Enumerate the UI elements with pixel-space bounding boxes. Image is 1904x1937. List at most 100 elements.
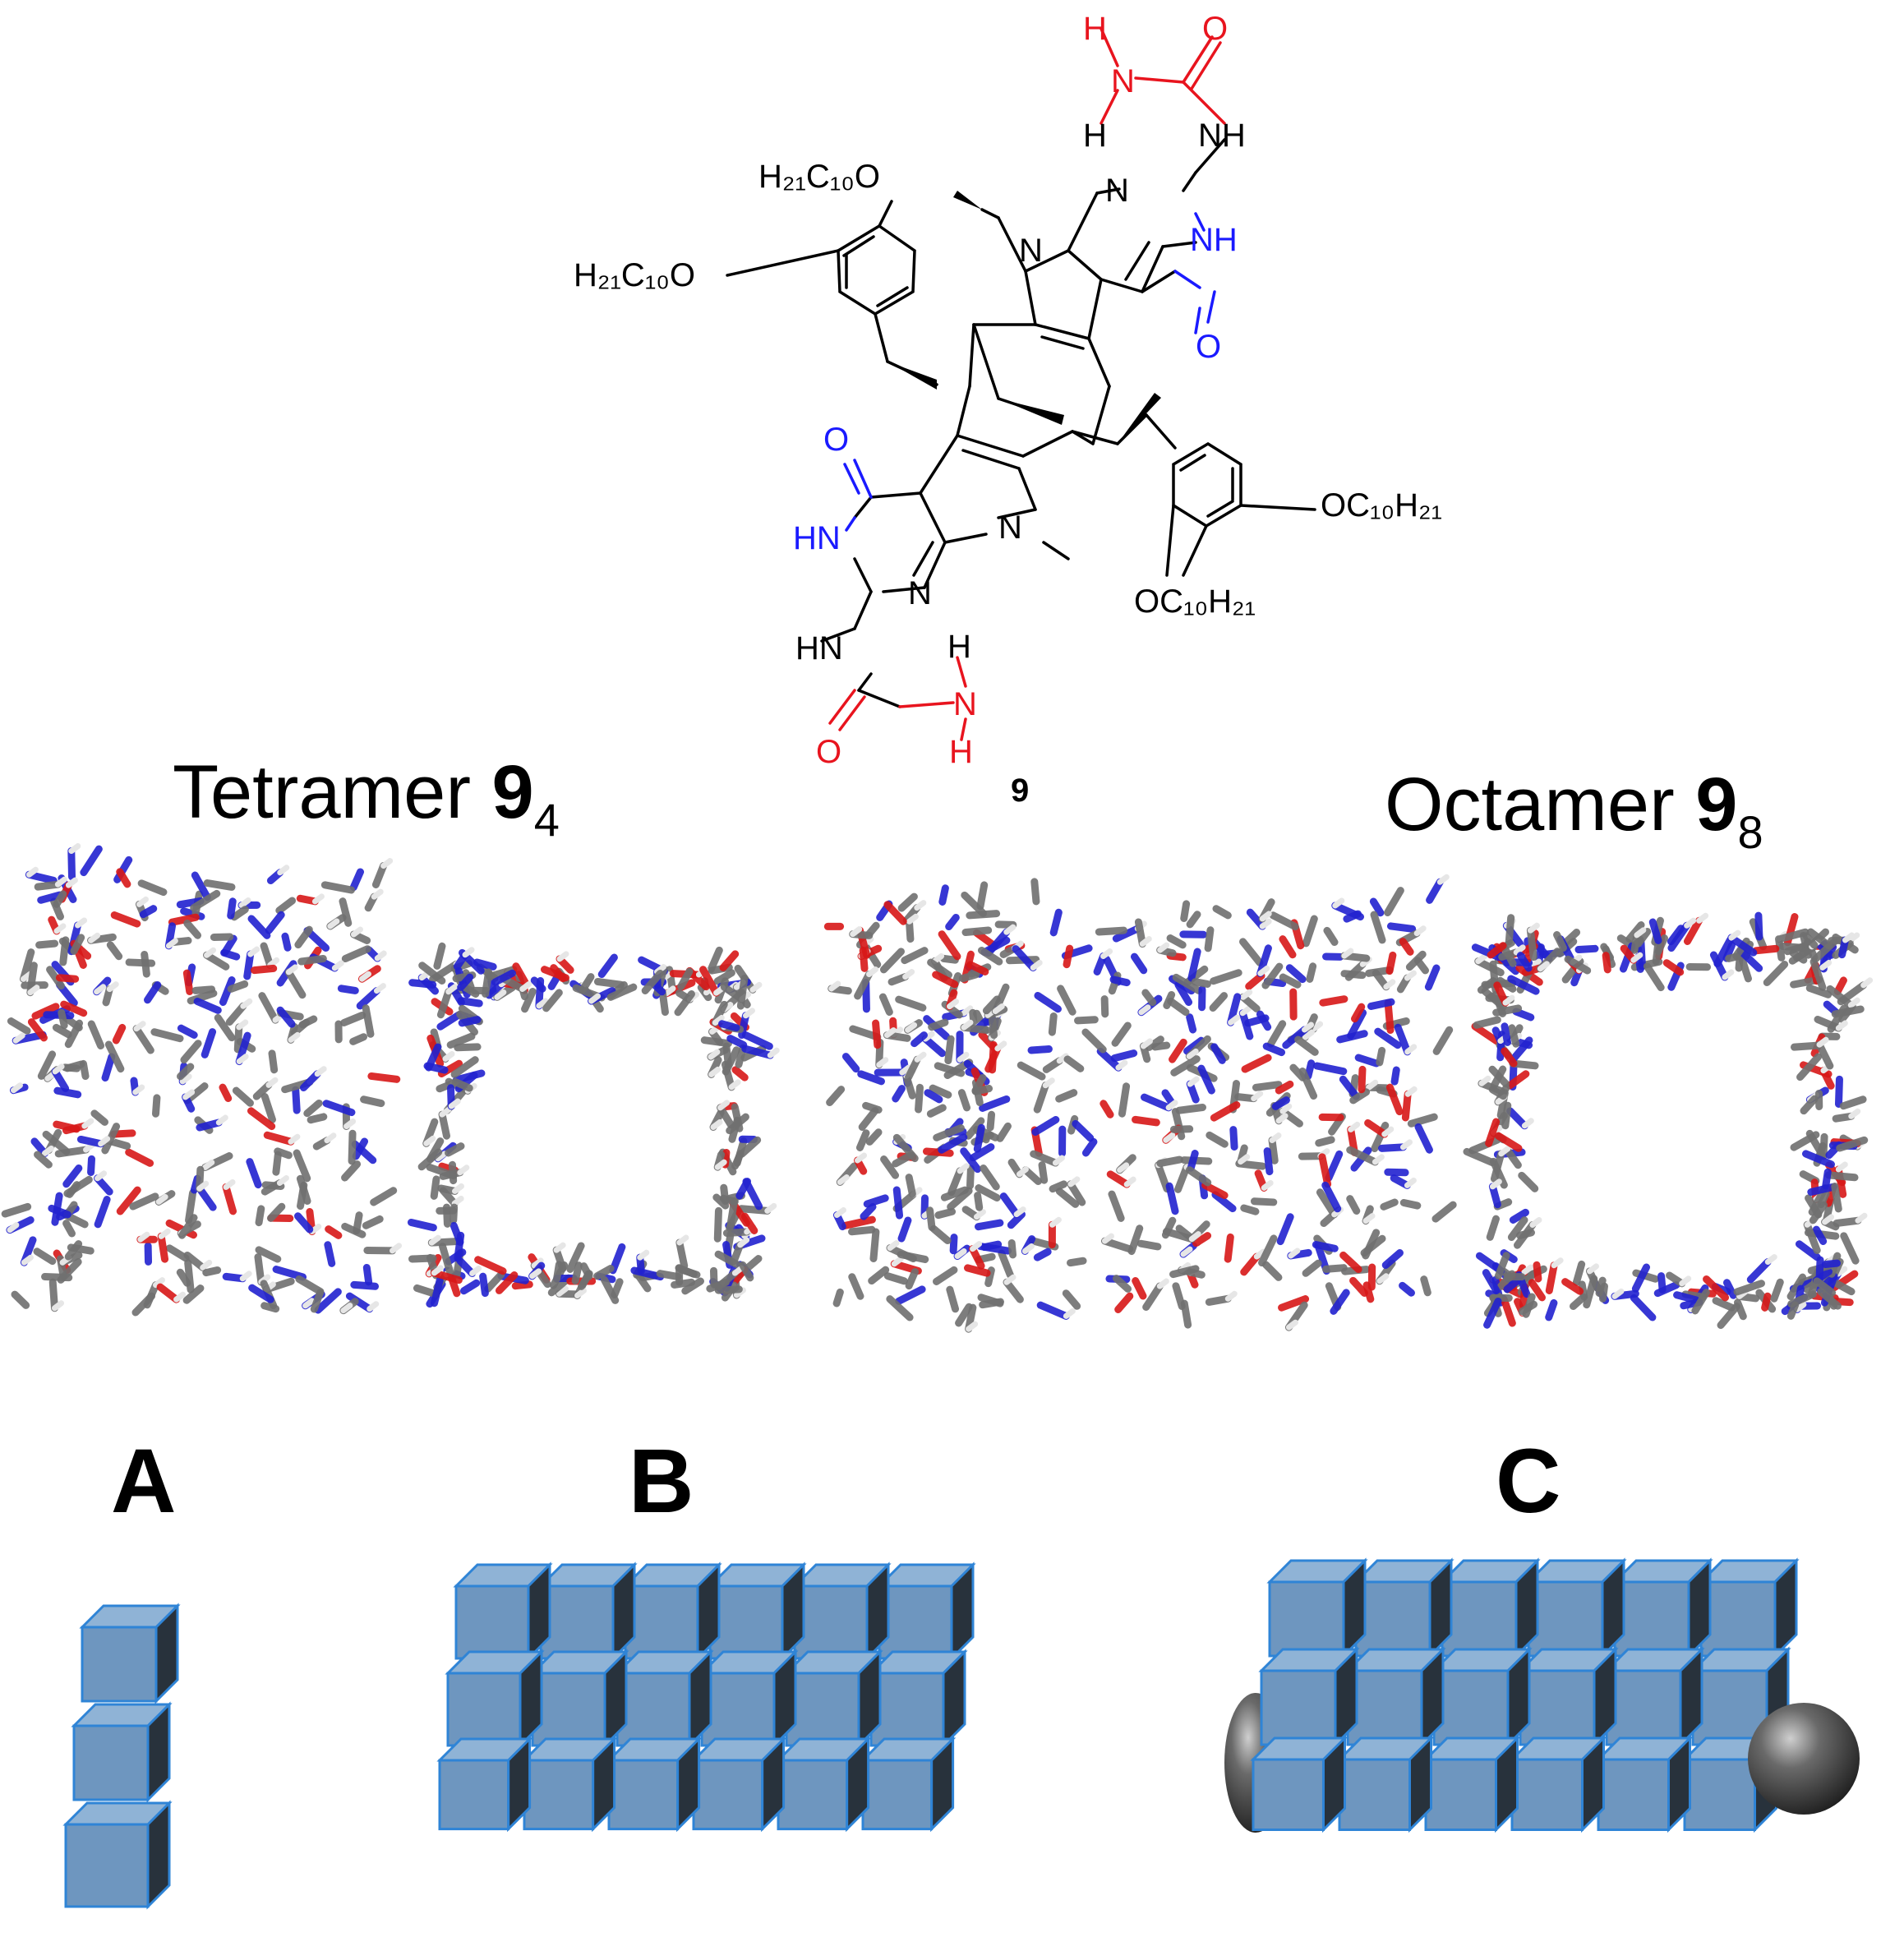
hydrogen-stick: [1003, 1274, 1017, 1285]
hydrogen-stick: [708, 1066, 721, 1077]
bond-stick: [1033, 1248, 1052, 1261]
bond-stick: [284, 968, 307, 999]
bond-stick: [1727, 934, 1758, 957]
label-h2-top: H: [1083, 118, 1107, 154]
hydrogen-stick: [1302, 1022, 1315, 1033]
bond-stick: [1315, 1136, 1335, 1147]
bond-stick: [417, 1148, 443, 1171]
bond-stick: [1141, 989, 1157, 1007]
bond-stick: [1136, 1239, 1162, 1251]
bond-stick: [325, 1225, 343, 1239]
bond-stick: [430, 1175, 440, 1200]
bond-stick: [905, 1055, 921, 1081]
bond-stick: [248, 1284, 274, 1303]
hydrogen-stick: [1285, 1319, 1298, 1331]
hydrogen-stick: [556, 1285, 569, 1297]
bond-stick: [457, 973, 474, 991]
bond-stick: [1819, 1132, 1828, 1160]
bond-stick: [293, 1149, 311, 1183]
hydrogen-stick: [1822, 1214, 1835, 1225]
bond-stick: [495, 1271, 519, 1294]
bond-stick: [1485, 1118, 1501, 1147]
hydrogen-stick: [136, 896, 149, 907]
bond-stick: [1585, 1267, 1602, 1293]
hydrogen-stick: [200, 1259, 213, 1271]
bond-stick: [1316, 1188, 1339, 1219]
label-urea-o-top: O: [1202, 11, 1228, 47]
bond-stick: [1574, 944, 1599, 954]
bond-stick: [1246, 908, 1266, 930]
hydrogen-stick: [380, 858, 394, 869]
bond-stick: [177, 1063, 195, 1081]
bond-stick: [1776, 928, 1809, 943]
hydrogen-stick: [267, 957, 280, 968]
bond-stick: [1384, 887, 1404, 917]
bond-stick: [450, 1056, 479, 1078]
bond-stick: [1330, 1289, 1350, 1315]
hydrogen-stick: [1224, 1290, 1238, 1302]
bond-stick: [1793, 943, 1816, 962]
bond-stick: [232, 1086, 254, 1107]
bond-stick: [1269, 911, 1299, 931]
block-front-face: [1613, 1580, 1690, 1658]
hydrogen-stick: [1257, 965, 1270, 976]
bond-stick: [939, 954, 959, 964]
hydrogen-stick: [1498, 1146, 1511, 1157]
bond-stick: [865, 1128, 883, 1146]
bond-stick: [1662, 959, 1685, 976]
bond-stick: [1108, 1190, 1125, 1222]
bond-stick: [1763, 961, 1789, 987]
bond-stick: [1817, 1288, 1842, 1310]
hydrogen-stick: [1139, 936, 1152, 948]
bond-stick: [1275, 1080, 1294, 1095]
hydrogen-stick: [1013, 1206, 1026, 1218]
bond-stick: [1055, 1188, 1080, 1208]
bond-stick: [1814, 1015, 1842, 1032]
bond-stick: [125, 958, 156, 967]
bond-stick: [1414, 1123, 1433, 1154]
compound-number: 9: [1011, 772, 1029, 809]
bond-stick: [183, 1251, 207, 1271]
hydrogen-stick: [1502, 994, 1515, 1006]
bond-stick: [566, 1242, 585, 1273]
bond-stick: [1703, 1275, 1730, 1302]
hydrogen-stick: [1156, 1278, 1169, 1289]
bond-stick: [958, 971, 980, 983]
bond-stick: [976, 881, 989, 911]
hydrogen-stick: [236, 1019, 249, 1031]
bond-stick: [87, 1020, 105, 1050]
bond-stick: [233, 1023, 243, 1054]
hydrogen-stick: [106, 981, 119, 993]
bond-stick: [1545, 1261, 1558, 1294]
bond-stick: [892, 1151, 915, 1168]
hydrogen-stick: [1269, 1132, 1282, 1144]
bond-stick: [182, 1284, 205, 1304]
bond-stick: [897, 892, 918, 912]
block-front-face: [1510, 1758, 1584, 1831]
bond-stick: [722, 1228, 751, 1238]
bond-stick: [1110, 1049, 1138, 1063]
bond-stick: [1271, 1096, 1290, 1110]
bond-stick: [1691, 1289, 1710, 1315]
hydrogen-stick: [728, 1079, 741, 1091]
bond-stick: [349, 1033, 367, 1045]
bond-stick: [276, 1006, 296, 1028]
bond-stick: [728, 1116, 741, 1143]
hydrogen-stick: [1630, 952, 1644, 963]
block-front-face: [1441, 1580, 1518, 1658]
hydrogen-stick: [714, 1159, 727, 1170]
bond-stick: [1488, 1086, 1507, 1100]
block-front-face: [1354, 1580, 1431, 1658]
hydrogen-stick: [749, 981, 763, 993]
bond-stick: [1507, 1216, 1528, 1241]
hydrogen-stick: [451, 1195, 464, 1206]
bond-stick: [157, 1232, 169, 1263]
bond-stick: [1285, 964, 1307, 984]
bond-stick: [897, 1216, 912, 1243]
bond-stick: [339, 897, 353, 927]
bond-stick: [1145, 1035, 1164, 1051]
bond-stick: [933, 1124, 965, 1141]
hydrogen-stick: [961, 1005, 974, 1017]
bond-stick: [892, 1186, 904, 1220]
bond-stick: [674, 990, 695, 1017]
